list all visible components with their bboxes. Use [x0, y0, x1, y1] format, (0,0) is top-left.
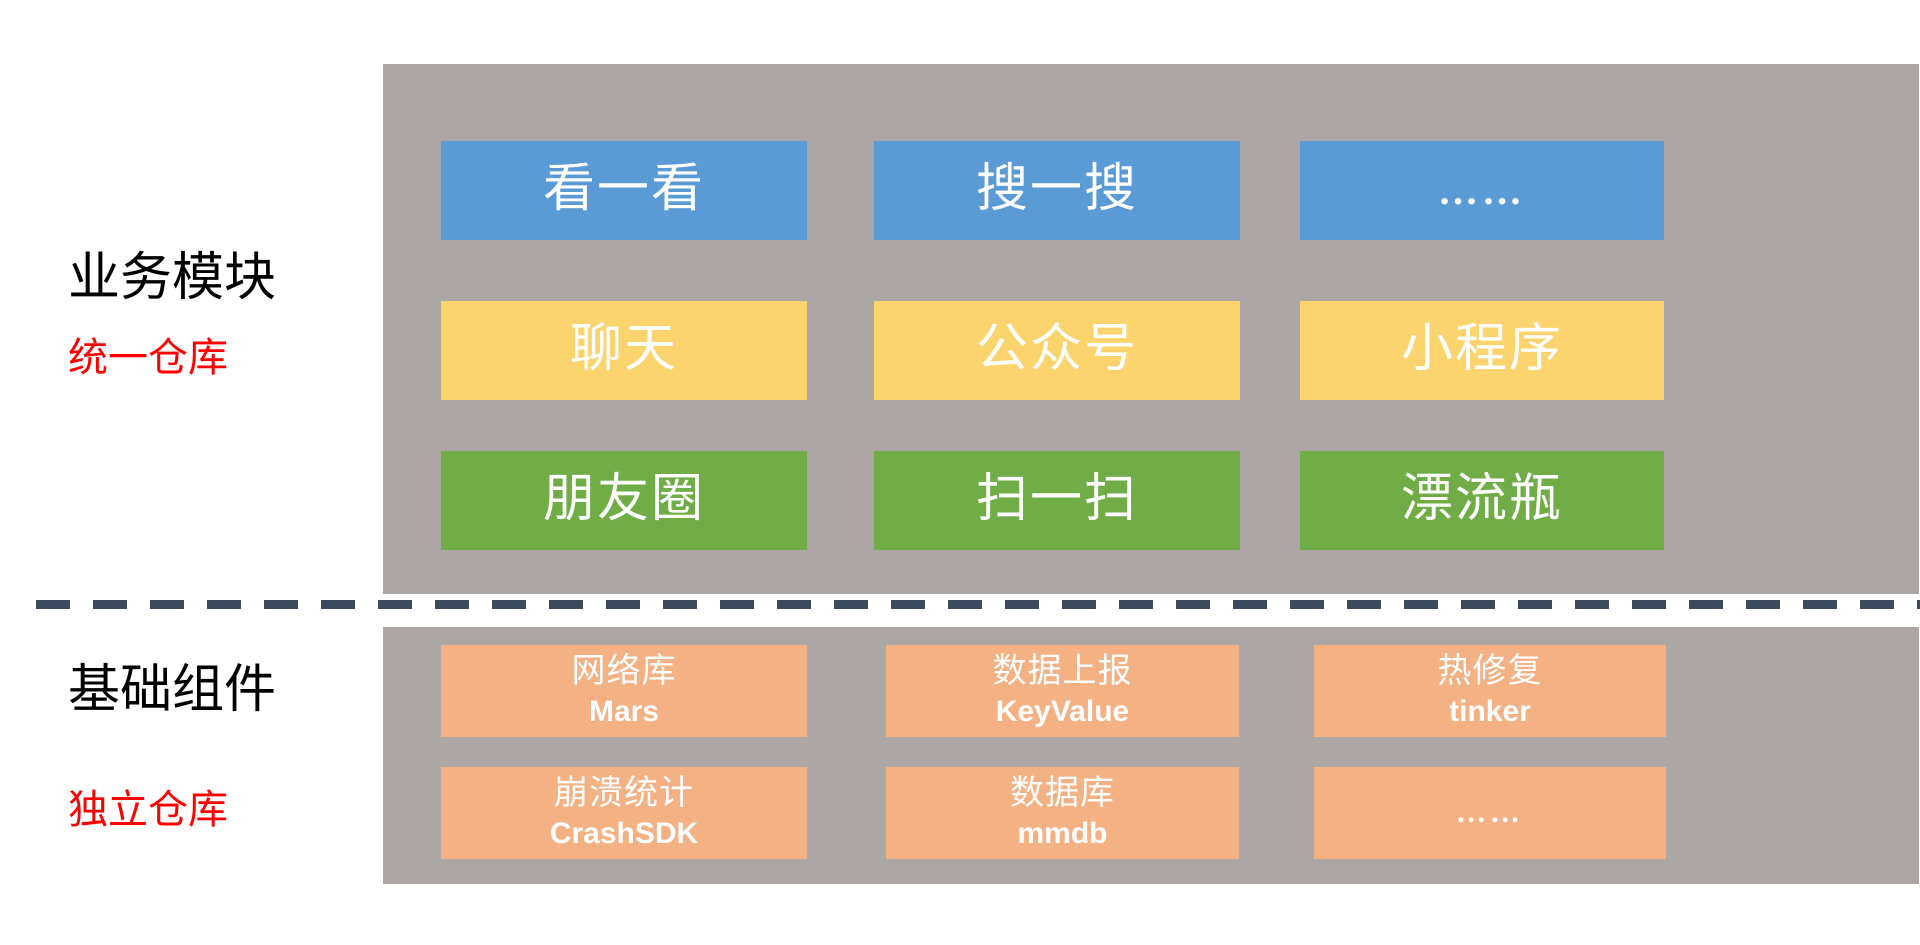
component-box-cn-label: …… — [1456, 796, 1524, 830]
module-box-label: 小程序 — [1400, 321, 1563, 379]
component-box-en-label: KeyValue — [995, 695, 1130, 729]
module-box-drift-bottle[interactable]: 漂流瓶 — [1300, 451, 1664, 550]
component-box-cn-label: 网络库 — [571, 653, 677, 691]
module-box-mini-program[interactable]: 小程序 — [1300, 301, 1664, 400]
component-box-hotfix-tinker[interactable]: 热修复 tinker — [1314, 645, 1666, 737]
base-components-title: 基础组件 — [68, 662, 277, 719]
component-box-cn-label: 数据库 — [1010, 775, 1115, 813]
component-box-en-label: CrashSDK — [549, 817, 699, 851]
component-box-database-mmdb[interactable]: 数据库 mmdb — [886, 767, 1239, 859]
module-box-souyisou[interactable]: 搜一搜 — [874, 141, 1240, 240]
module-box-label: 扫一扫 — [975, 471, 1138, 529]
module-box-label: 看一看 — [542, 161, 705, 219]
module-box-more-business-1[interactable]: …… — [1300, 141, 1664, 240]
module-box-kanyikan[interactable]: 看一看 — [441, 141, 807, 240]
component-box-en-label: mmdb — [1017, 817, 1108, 851]
component-box-en-label: Mars — [588, 695, 660, 729]
module-box-chat[interactable]: 聊天 — [441, 301, 807, 400]
component-box-cn-label: 崩溃统计 — [554, 775, 694, 813]
component-box-network-mars[interactable]: 网络库 Mars — [441, 645, 807, 737]
module-box-label: 搜一搜 — [975, 161, 1138, 219]
module-box-label: 朋友圈 — [542, 471, 705, 529]
business-modules-subtitle: 统一仓库 — [68, 335, 228, 380]
component-box-en-label: tinker — [1449, 695, 1531, 729]
component-box-crash-crashsdk[interactable]: 崩溃统计 CrashSDK — [441, 767, 807, 859]
module-box-label: 漂流瓶 — [1400, 471, 1563, 529]
base-components-subtitle: 独立仓库 — [68, 787, 228, 832]
business-modules-title: 业务模块 — [68, 250, 277, 307]
component-box-data-report-keyvalue[interactable]: 数据上报 KeyValue — [886, 645, 1239, 737]
module-box-moments[interactable]: 朋友圈 — [441, 451, 807, 550]
section-divider-dashed-line — [36, 600, 1920, 609]
module-box-label: 公众号 — [975, 321, 1138, 379]
module-box-official-account[interactable]: 公众号 — [874, 301, 1240, 400]
component-box-more-components[interactable]: …… — [1314, 767, 1666, 859]
component-box-cn-label: 热修复 — [1437, 653, 1543, 691]
component-box-cn-label: 数据上报 — [992, 653, 1133, 691]
module-box-scan[interactable]: 扫一扫 — [874, 451, 1240, 550]
module-box-label: …… — [1438, 167, 1526, 213]
module-box-label: 聊天 — [569, 321, 678, 379]
